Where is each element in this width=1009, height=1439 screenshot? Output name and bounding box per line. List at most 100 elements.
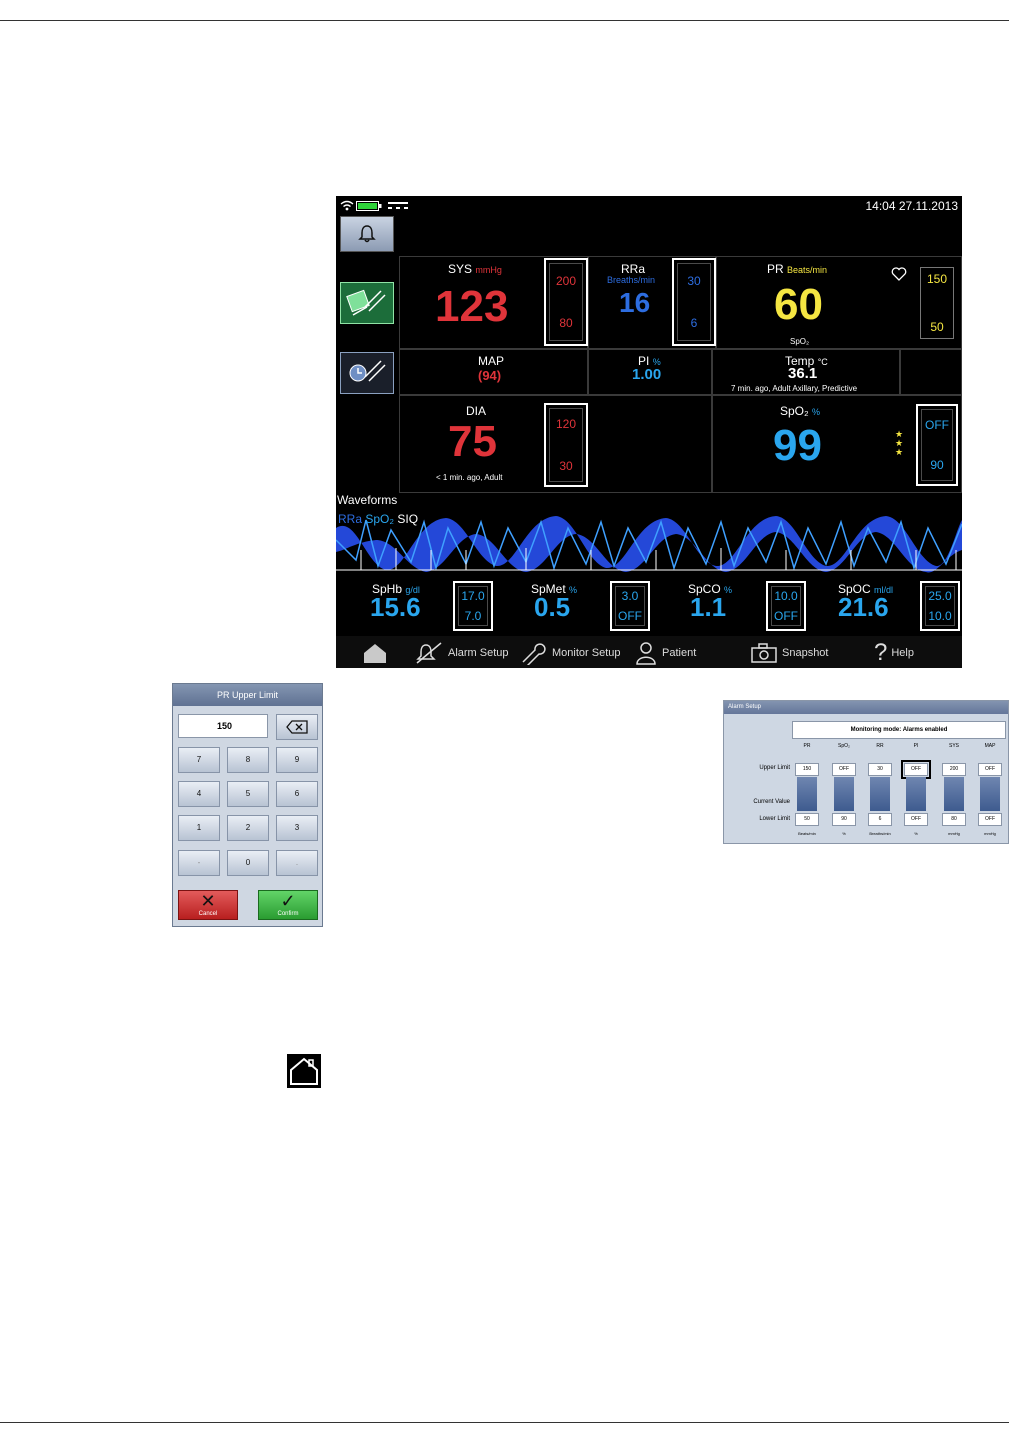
keypad-key[interactable]: 5 — [227, 781, 269, 807]
status-bar: 14:04 27.11.2013 — [336, 196, 962, 216]
keypad-key[interactable]: 9 — [276, 747, 318, 773]
bp-clock-cuff-icon — [349, 360, 386, 382]
nav-snapshot-button[interactable]: Snapshot — [750, 641, 828, 665]
map-tile[interactable]: MAP (94) — [399, 349, 588, 395]
spo2-tile[interactable]: SpO₂ % 99 ★★★ — [712, 395, 962, 493]
upper-limit-field[interactable]: OFF — [978, 763, 1002, 776]
spo2-limits[interactable]: OFF 90 — [916, 404, 958, 486]
keypad-key[interactable]: 4 — [178, 781, 220, 807]
upper-limit-field[interactable]: 200 — [942, 763, 966, 776]
lower-limit-row-label: Lower Limit — [759, 816, 790, 822]
dia-limits[interactable]: 120 30 — [544, 403, 588, 487]
upper-limit-field[interactable]: 30 — [868, 763, 892, 776]
keypad-key[interactable]: 0 — [227, 850, 269, 876]
temp-label: Temp °C — [785, 354, 828, 368]
clock: 14:04 27.11.2013 — [865, 199, 958, 213]
pi-tile[interactable]: PI % 1.00 — [588, 349, 712, 395]
alarm-column-header: MAP — [984, 743, 996, 749]
rra-tile[interactable]: RRa Breaths/min 16 — [588, 256, 716, 349]
temp-tile[interactable]: Temp °C 36.1 7 min. ago, Adult Axillary,… — [712, 349, 900, 395]
current-value-bar — [797, 777, 817, 811]
spmet-tile[interactable]: SpMet % 0.5 — [494, 578, 650, 634]
keypad-key[interactable]: 8 — [227, 747, 269, 773]
nav-patient-button[interactable]: Patient — [634, 641, 696, 665]
upper-limit-field[interactable]: OFF — [832, 763, 856, 776]
alarm-silence-button[interactable] — [340, 216, 394, 252]
map-value: (94) — [478, 368, 502, 383]
sys-limits[interactable]: 200 80 — [544, 258, 588, 346]
waveforms-title: Waveforms — [337, 493, 398, 507]
keypad-key[interactable]: - — [178, 850, 220, 876]
empty-tile — [900, 349, 962, 395]
top-rule — [0, 20, 1009, 21]
battery-icon — [356, 201, 382, 211]
keypad-key[interactable]: 1 — [178, 815, 220, 841]
bp-measure-button[interactable] — [340, 282, 394, 324]
lower-limit-field[interactable]: 80 — [942, 813, 966, 826]
rra-unit: Breaths/min — [607, 275, 656, 285]
keypad-key[interactable]: . — [276, 850, 318, 876]
keypad-title: PR Upper Limit — [173, 684, 322, 706]
alarm-column-header: SYS — [948, 743, 959, 749]
cancel-button[interactable]: ✕ Cancel — [178, 890, 238, 920]
spmet-limits[interactable]: 3.0 OFF — [610, 581, 650, 631]
dia-value: 75 — [448, 417, 497, 466]
current-value-bar — [980, 777, 1000, 811]
sphb-value: 15.6 — [370, 592, 421, 622]
pr-label: PR Beats/min — [767, 262, 828, 276]
spoc-value: 21.6 — [838, 592, 889, 622]
bp-interval-button[interactable] — [340, 352, 394, 394]
lower-limit-field[interactable]: 50 — [795, 813, 819, 826]
spco-label: SpCO % — [688, 582, 733, 596]
lower-limit-field[interactable]: OFF — [904, 813, 928, 826]
spo2-value: 99 — [773, 421, 822, 470]
current-value-bar — [834, 777, 854, 811]
signal-quality-stars: ★★★ — [895, 429, 904, 457]
nav-home-button[interactable] — [362, 641, 388, 665]
nav-monitor-setup-button[interactable]: Monitor Setup — [520, 641, 620, 665]
current-value-bar — [906, 777, 926, 811]
lower-limit-field[interactable]: 6 — [868, 813, 892, 826]
alarm-bell-icon — [416, 642, 442, 664]
pr-tile[interactable]: PR Beats/min 60 SpO₂ 150 50 — [716, 256, 962, 349]
spoc-limits[interactable]: 25.0 10.0 — [920, 581, 960, 631]
sys-tile[interactable]: SYS mmHg 123 — [399, 256, 588, 349]
alarm-column-unit: % — [914, 831, 918, 836]
alarm-column-unit: Beats/min — [798, 831, 816, 836]
alarm-column-unit: Breaths/min — [869, 831, 891, 836]
spco-tile[interactable]: SpCO % 1.1 — [650, 578, 806, 634]
lower-limit-field[interactable]: 90 — [832, 813, 856, 826]
keypad-key[interactable]: 7 — [178, 747, 220, 773]
spco-limits[interactable]: 10.0 OFF — [766, 581, 806, 631]
nav-help-button[interactable]: ? Help — [874, 639, 914, 666]
upper-limit-field[interactable]: 150 — [795, 763, 819, 776]
spco-value: 1.1 — [690, 592, 727, 622]
dia-tile[interactable]: DIA 75 < 1 min. ago, Adult — [399, 395, 712, 493]
pr-limits[interactable]: 150 50 — [920, 267, 954, 339]
backspace-icon — [286, 720, 308, 734]
pr-source: SpO₂ — [790, 337, 810, 346]
confirm-button[interactable]: ✓ Confirm — [258, 890, 318, 920]
keypad-input[interactable]: 150 — [178, 714, 268, 738]
sys-label: SYS mmHg — [448, 262, 502, 276]
camera-icon — [751, 643, 777, 663]
keypad-key[interactable]: 6 — [276, 781, 318, 807]
sphb-tile[interactable]: SpHb g/dl 15.6 — [336, 578, 494, 634]
dia-label: DIA — [466, 404, 487, 418]
rra-limits[interactable]: 30 6 — [672, 258, 716, 346]
keypad-key[interactable]: 3 — [276, 815, 318, 841]
nav-alarm-setup-button[interactable]: Alarm Setup — [414, 641, 509, 665]
monitor-screen: 14:04 27.11.2013 SYS mmHg 123 200 80 RRa — [336, 196, 962, 668]
nav-bar: Alarm Setup Monitor Setup Patient Snapsh… — [336, 636, 962, 668]
bp-cuff-icon — [346, 289, 386, 316]
wifi-icon — [340, 200, 354, 211]
sphb-limits[interactable]: 17.0 7.0 — [453, 581, 493, 631]
keypad-key[interactable]: 2 — [227, 815, 269, 841]
upper-limit-field[interactable]: OFF — [901, 760, 931, 779]
backspace-button[interactable] — [276, 714, 318, 740]
lower-limit-field[interactable]: OFF — [978, 813, 1002, 826]
sphb-label: SpHb g/dl — [372, 582, 420, 596]
ac-power-icon — [388, 202, 408, 209]
spoc-tile[interactable]: SpOC ml/dl 21.6 — [806, 578, 962, 634]
